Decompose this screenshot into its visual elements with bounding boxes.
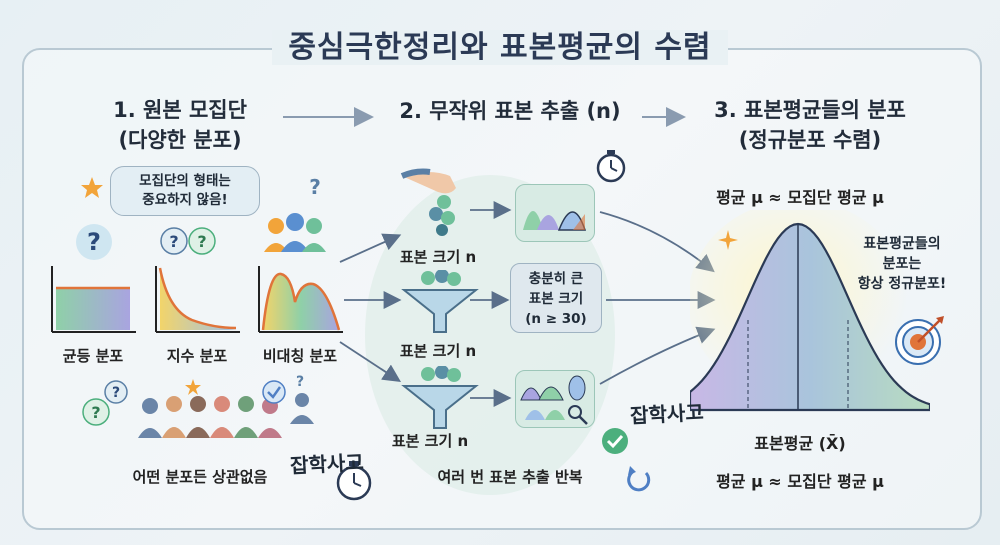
step1-line1: 1. 원본 모집단 — [113, 98, 247, 122]
dist-label-skewed: 비대칭 분포 — [262, 347, 338, 365]
x-axis-label: 표본평균 (X̄) — [754, 434, 846, 453]
sparkle-icon — [718, 230, 738, 250]
people-group-icon — [264, 213, 326, 252]
question-icon: ? — [76, 224, 112, 260]
svg-text:?: ? — [112, 385, 120, 401]
box-line2: 표본 크기 — [528, 291, 584, 307]
svg-text:?: ? — [87, 228, 101, 256]
exponential-distribution-chart — [155, 266, 240, 333]
note-line1: 표본평균들의 — [863, 236, 941, 252]
svg-text:?: ? — [197, 232, 206, 251]
note-line2: 분포는 — [882, 256, 922, 272]
skewed-distribution-chart — [258, 266, 343, 333]
target-icon — [895, 316, 944, 365]
step3-title: 3. 표본평균들의 분포 (정규분포 수렴) — [690, 95, 930, 155]
bubble-line2: 중요하지 않음! — [142, 192, 228, 208]
box-line3: (n ≥ 30) — [525, 311, 587, 327]
stopwatch-icon — [596, 150, 626, 183]
star-icon — [81, 177, 103, 198]
step2-title: 2. 무작위 표본 추출 (n) — [399, 99, 621, 123]
step3-line1: 3. 표본평균들의 분포 — [714, 98, 906, 122]
dist-label-uniform: 균등 분포 — [62, 347, 124, 365]
question-small-icon: ? — [309, 175, 321, 199]
sample-mini-chart-1 — [523, 211, 587, 231]
population-footer: 어떤 분포든 상관없음 — [132, 468, 268, 486]
mean-bottom-label: 평균 μ ≈ 모집단 평균 μ — [716, 472, 884, 491]
check-person-icon: ? — [262, 374, 314, 424]
normal-distribution-chart — [690, 210, 930, 412]
sample-label-3: 표본 크기 n — [391, 432, 469, 450]
question-bubbles-icon: ? ? — [160, 227, 216, 255]
svg-text:?: ? — [309, 175, 321, 199]
svg-text:?: ? — [296, 374, 304, 390]
star-small-icon — [185, 379, 201, 395]
sample-result-box-1 — [515, 184, 595, 242]
watermark-logo-left: 잡학사고 — [289, 450, 365, 478]
step3-line2: (정규분포 수렴) — [738, 128, 882, 152]
funnel-icon-2 — [401, 366, 479, 429]
uniform-distribution-chart — [51, 266, 136, 333]
funnel-icon-1 — [401, 270, 479, 333]
stopwatch-left-icon — [336, 461, 372, 501]
dist-label-exponential: 지수 분포 — [166, 347, 228, 365]
page-title: 중심극한정리와 표본평균의 수렴 — [0, 22, 1000, 66]
crowd-icon — [138, 396, 282, 438]
population-bubble: 모집단의 형태는 중요하지 않음! — [110, 166, 260, 216]
result-note: 표본평균들의 분포는 항상 정규분포! — [842, 234, 962, 294]
hand-sampling-icon — [400, 168, 456, 236]
step1-title: 1. 원본 모집단 (다양한 분포) — [70, 95, 290, 155]
sampling-footer: 여러 번 표본 추출 반복 — [437, 468, 583, 486]
svg-text:?: ? — [169, 232, 178, 251]
bubble-line1: 모집단의 형태는 — [139, 173, 231, 189]
check-icon — [602, 428, 628, 454]
repeat-icon — [627, 466, 651, 492]
svg-text:?: ? — [91, 403, 100, 422]
sample-label-1: 표본 크기 n — [399, 248, 477, 266]
sample-size-box: 충분히 큰 표본 크기 (n ≥ 30) — [510, 263, 602, 333]
question-bubbles-left-icon: ? ? — [82, 380, 128, 426]
sample-mini-chart-2 — [520, 375, 588, 425]
mean-top-label: 평균 μ ≈ 모집단 평균 μ — [716, 188, 884, 207]
sample-label-2: 표본 크기 n — [399, 342, 477, 360]
note-line3: 항상 정규분포! — [857, 276, 947, 292]
watermark-logo-right: 잡학사고 — [629, 400, 705, 428]
box-line1: 충분히 큰 — [528, 271, 584, 287]
step1-line2: (다양한 분포) — [118, 128, 242, 152]
